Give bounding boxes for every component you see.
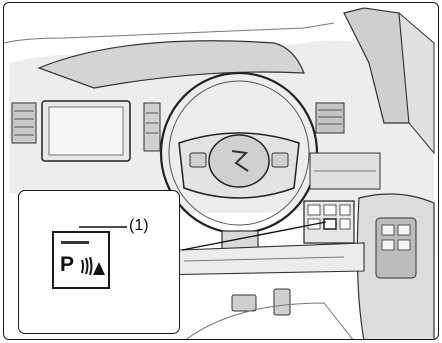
callout-label: (1) — [129, 217, 149, 235]
sensor-triangle-icon — [93, 262, 105, 275]
callout-tick — [19, 191, 181, 251]
parking-switch-inset: P (1) — [18, 190, 180, 334]
sound-wave-icon — [80, 257, 106, 277]
parking-sensor-switch-location — [324, 219, 336, 229]
switch-letter: P — [60, 254, 74, 275]
figure-frame: P (1) — [3, 2, 439, 340]
